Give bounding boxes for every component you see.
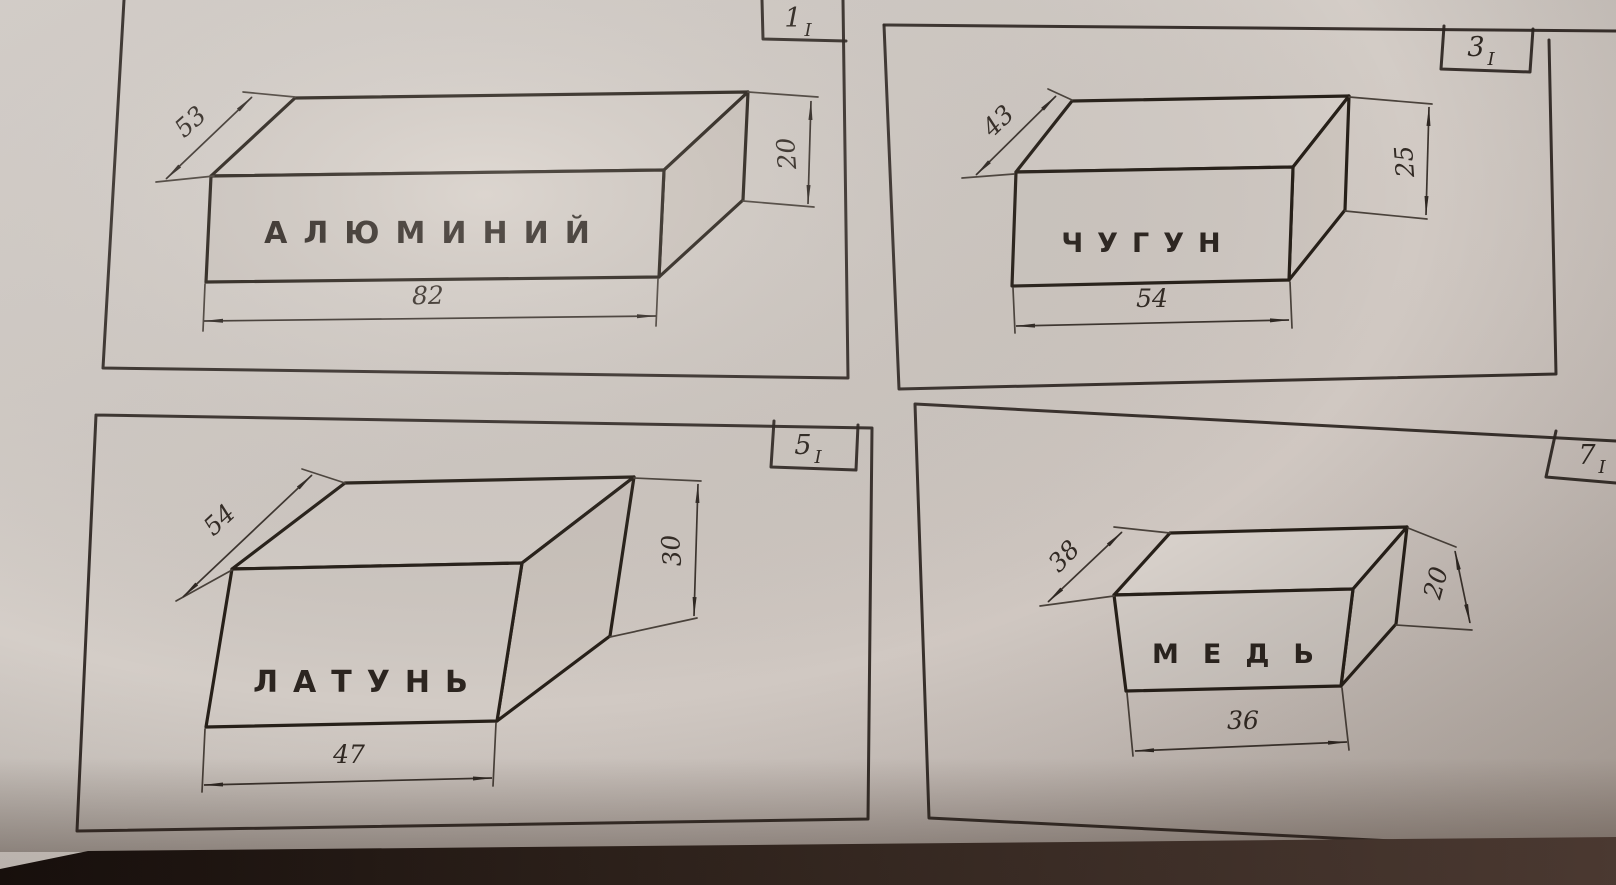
photographed-drawing-sheet: 1I 53 82 20 АЛЮМИНИЙ [0, 0, 1616, 885]
drawing-sheet-svg: 1I 53 82 20 АЛЮМИНИЙ [0, 0, 1616, 885]
photo-vignette [0, 0, 1616, 885]
